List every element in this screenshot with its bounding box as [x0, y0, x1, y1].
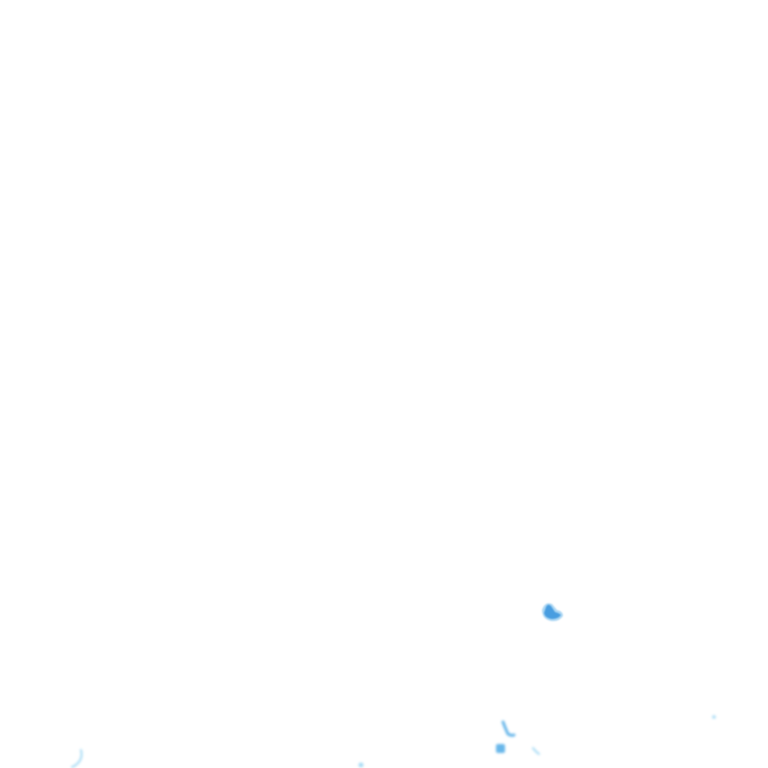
- echo-bottom-left-shape: [71, 749, 83, 768]
- echo-small-square-shape: [496, 744, 505, 753]
- echo-dot-right-shape: [712, 715, 716, 719]
- echo-bottom-right: [532, 747, 540, 755]
- echo-dot-right: [712, 715, 716, 719]
- echo-dot-mid: [358, 762, 364, 768]
- echo-small-square: [496, 744, 505, 753]
- echo-bottom-left: [71, 749, 83, 768]
- echo-bottom-right-shape: [532, 747, 540, 755]
- echo-main: [542, 603, 563, 622]
- echo-hook: [501, 720, 516, 737]
- echo-hook-shape: [501, 720, 516, 737]
- echo-main-halo: [542, 603, 563, 622]
- echo-dot-mid-shape: [358, 762, 364, 768]
